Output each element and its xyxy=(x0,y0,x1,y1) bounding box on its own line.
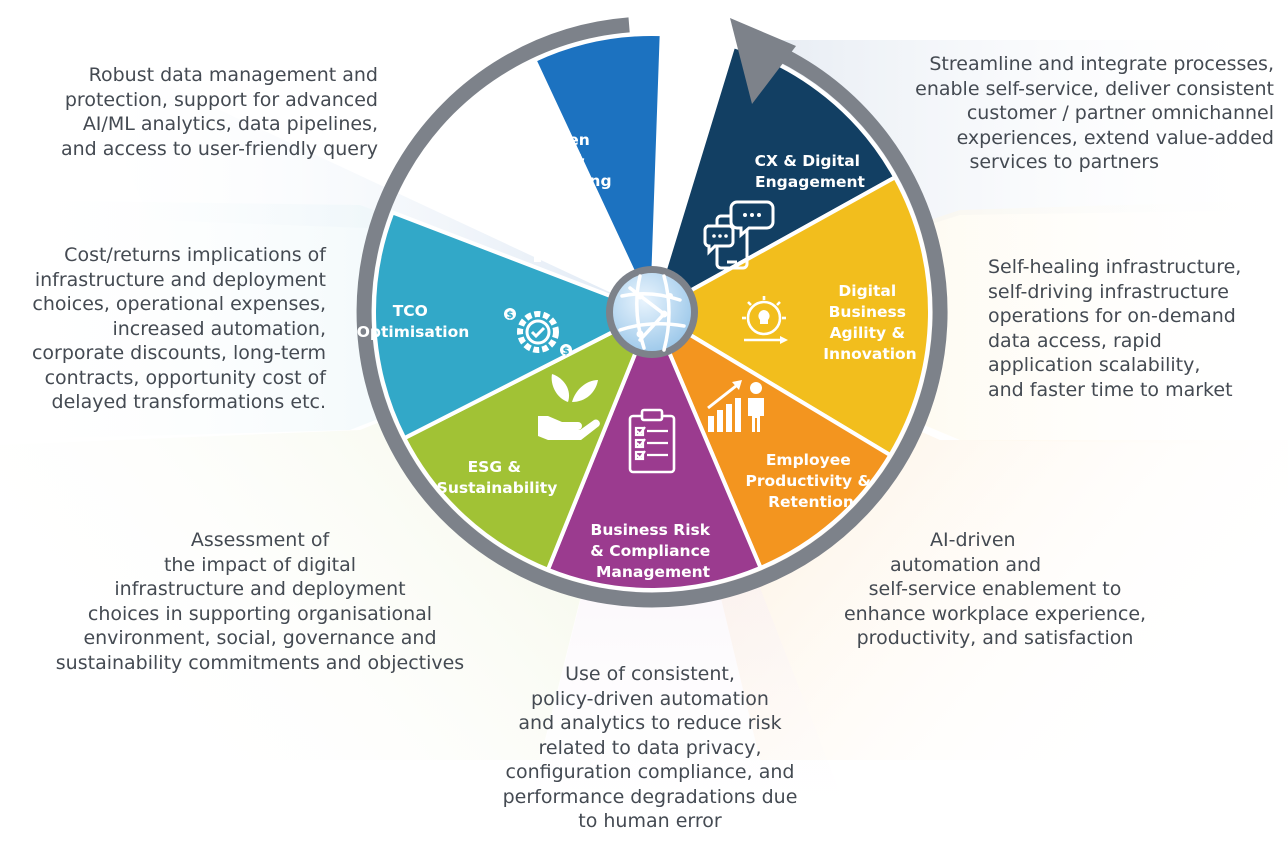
description-line: data access, rapid xyxy=(988,329,1162,352)
gear-growth-chart-icon xyxy=(534,198,590,262)
segment-data-driven xyxy=(531,32,664,313)
description-risk: Use of consistent, policy-driven automat… xyxy=(490,662,810,834)
segment-agility xyxy=(648,174,932,458)
person-growth-chart-icon xyxy=(707,380,764,432)
description-line: and access to user-friendly query xyxy=(60,137,378,160)
description-line: increased automation, xyxy=(112,317,326,340)
description-tco: Cost/returns implications of infrastruct… xyxy=(32,243,326,415)
description-line: application scalability, xyxy=(988,354,1201,376)
description-line: infrastructure and deployment xyxy=(34,268,326,291)
segment-employee xyxy=(647,307,894,571)
label-data-driven: Data-Driven Business & Decision Making xyxy=(468,131,611,190)
description-line: corporate discounts, long-term xyxy=(31,342,326,364)
description-line: enhance workplace experience, xyxy=(843,602,1147,625)
segment-tco xyxy=(372,209,657,441)
description-line: Streamline and integrate processes, xyxy=(929,53,1274,75)
description-line: choices in supporting organisational xyxy=(87,602,433,625)
description-line: operations for on-demand xyxy=(988,305,1236,327)
gear-check-dollar-icon: $ $ xyxy=(504,308,572,357)
description-cx: Streamline and integrate processes, enab… xyxy=(915,52,1274,175)
segments xyxy=(372,32,932,592)
clipboard-checklist-icon xyxy=(628,408,676,474)
description-line: sustainability commitments and objective… xyxy=(55,651,465,674)
description-line: automation and xyxy=(890,553,1042,576)
description-line: policy-driven automation xyxy=(531,687,769,710)
description-line: self-service enablement to xyxy=(868,578,1122,600)
lightbulb-cycle-icon xyxy=(742,296,788,344)
description-line: AI/ML analytics, data pipelines, xyxy=(82,113,378,135)
globe-network-icon xyxy=(606,266,698,358)
description-line: AI-driven xyxy=(930,529,1016,551)
segment-risk xyxy=(545,306,764,592)
description-line: productivity, and satisfaction xyxy=(856,627,1134,649)
cycle-arrowhead-icon xyxy=(730,18,796,104)
label-agility: Digital Business Agility & Innovation xyxy=(823,282,916,363)
description-line: related to data privacy, xyxy=(538,736,762,759)
description-line: environment, social, governance and xyxy=(83,627,437,649)
description-line: the impact of digital xyxy=(163,553,357,576)
label-risk: Business Risk & Compliance Management xyxy=(590,521,715,581)
description-line: Assessment of xyxy=(190,529,330,551)
description-line: self-driving infrastructure xyxy=(988,280,1229,303)
smartphone-chat-icon xyxy=(703,200,775,270)
description-line: choices, operational expenses, xyxy=(32,293,326,315)
description-line: to human error xyxy=(578,810,722,832)
description-line: Robust data management and xyxy=(88,64,378,86)
description-line: services to partners xyxy=(969,151,1159,173)
description-employee: AI-driven automation and self-service en… xyxy=(835,528,1155,651)
segment-labels: Data-Driven Business & Decision Making C… xyxy=(357,131,917,581)
segment-esg xyxy=(401,307,656,573)
description-agility: Self-healing infrastructure, self-drivin… xyxy=(988,255,1241,402)
description-line: contracts, opportunity cost of xyxy=(44,366,326,389)
description-line: and faster time to market xyxy=(988,378,1233,401)
label-esg: ESG & Sustainability xyxy=(437,458,558,497)
description-line: experiences, extend value-added xyxy=(956,126,1274,149)
description-line: delayed transformations etc. xyxy=(51,391,326,413)
svg-text:$: $ xyxy=(507,310,514,321)
label-employee: Employee Productivity & Retention xyxy=(746,451,877,511)
description-line: protection, support for advanced xyxy=(64,88,378,111)
description-line: Use of consistent, xyxy=(565,663,735,685)
description-line: configuration compliance, and xyxy=(505,761,795,783)
description-line: Cost/returns implications of xyxy=(64,244,326,266)
label-tco: TCO Optimisation xyxy=(357,302,470,341)
description-line: Self-healing infrastructure, xyxy=(988,256,1242,278)
description-line: and analytics to reduce risk xyxy=(518,712,782,734)
svg-text:$: $ xyxy=(563,346,570,357)
label-cx: CX & Digital Engagement xyxy=(755,152,866,191)
description-esg: Assessment of the impact of digital infr… xyxy=(40,528,480,675)
description-line: enable self-service, deliver consistent xyxy=(915,77,1274,100)
description-data-driven: Robust data management and protection, s… xyxy=(61,63,378,161)
description-line: infrastructure and deployment xyxy=(114,578,406,600)
hand-leaves-icon xyxy=(538,374,600,440)
description-line: customer / partner omnichannel xyxy=(966,102,1274,124)
cycle-arrow-ring xyxy=(356,17,948,608)
description-line: performance degradations due xyxy=(502,785,798,808)
